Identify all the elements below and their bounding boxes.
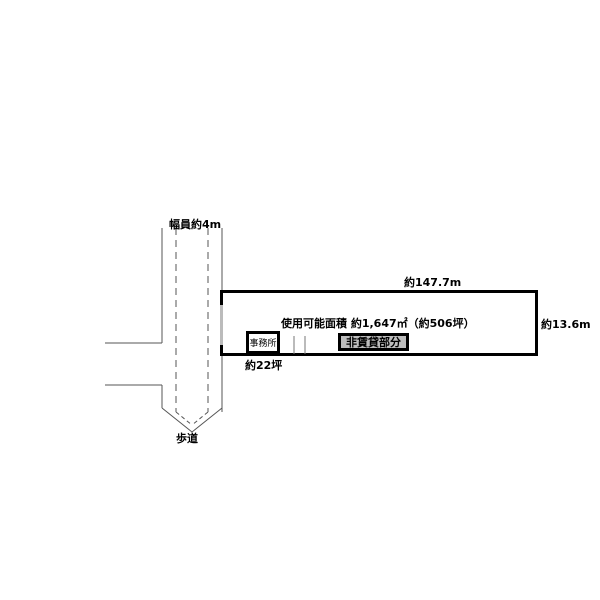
- road-arrow-inner-left: [175, 411, 193, 426]
- road-width-label: 幅員約4m: [169, 218, 222, 231]
- non-lease-box: 非賃貸部分: [338, 333, 409, 351]
- non-lease-label: 非賃貸部分: [346, 336, 401, 349]
- office-box: 事務所: [246, 331, 280, 354]
- office-label: 事務所: [249, 339, 277, 349]
- road-arrow-left: [161, 407, 193, 433]
- office-area-label: 約22坪: [245, 359, 283, 372]
- site-depth-label: 約13.6m: [541, 318, 591, 331]
- road-arrow-right: [191, 407, 223, 433]
- sidewalk-label: 歩道: [176, 432, 198, 445]
- site-length-label: 約147.7m: [404, 276, 462, 289]
- road-arrow-inner-right: [191, 411, 209, 426]
- usable-area-label: 使用可能面積 約1,647㎡（約506坪）: [281, 317, 475, 330]
